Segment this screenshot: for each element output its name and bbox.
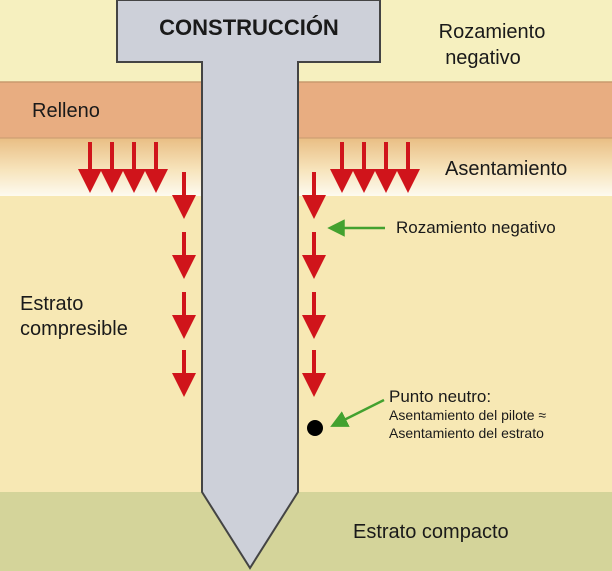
rozamiento-negativo-label: Rozamiento negativo: [396, 218, 556, 237]
asentamiento-estrato-label: Asentamiento del estrato: [389, 425, 544, 441]
rozamiento-top-label-1: Rozamiento: [439, 21, 546, 43]
punto-neutro-label: Punto neutro:: [389, 387, 491, 406]
estrato-compacto-label: Estrato compacto: [353, 521, 509, 543]
neutral-point: [307, 420, 323, 436]
construccion-title: CONSTRUCCIÓN: [159, 15, 339, 40]
right-settlement-arrows: [330, 142, 420, 193]
relleno-layer: [0, 82, 612, 138]
estrato-compresible-label-2: compresible: [20, 318, 128, 340]
rozamiento-top-label-2: negativo: [445, 47, 521, 69]
relleno-label: Relleno: [32, 100, 100, 122]
pile: [116, 0, 381, 570]
green-arrow-punto-neutro: [330, 398, 385, 427]
estrato-compacto-layer: [0, 492, 612, 571]
estrato-compresible-layer: [0, 196, 612, 492]
estrato-compresible-label-1: Estrato: [20, 293, 83, 315]
left-settlement-arrows: [78, 142, 168, 193]
asentamiento-label: Asentamiento: [445, 158, 567, 180]
asentamiento-pilote-label: Asentamiento del pilote ≈: [389, 407, 546, 423]
